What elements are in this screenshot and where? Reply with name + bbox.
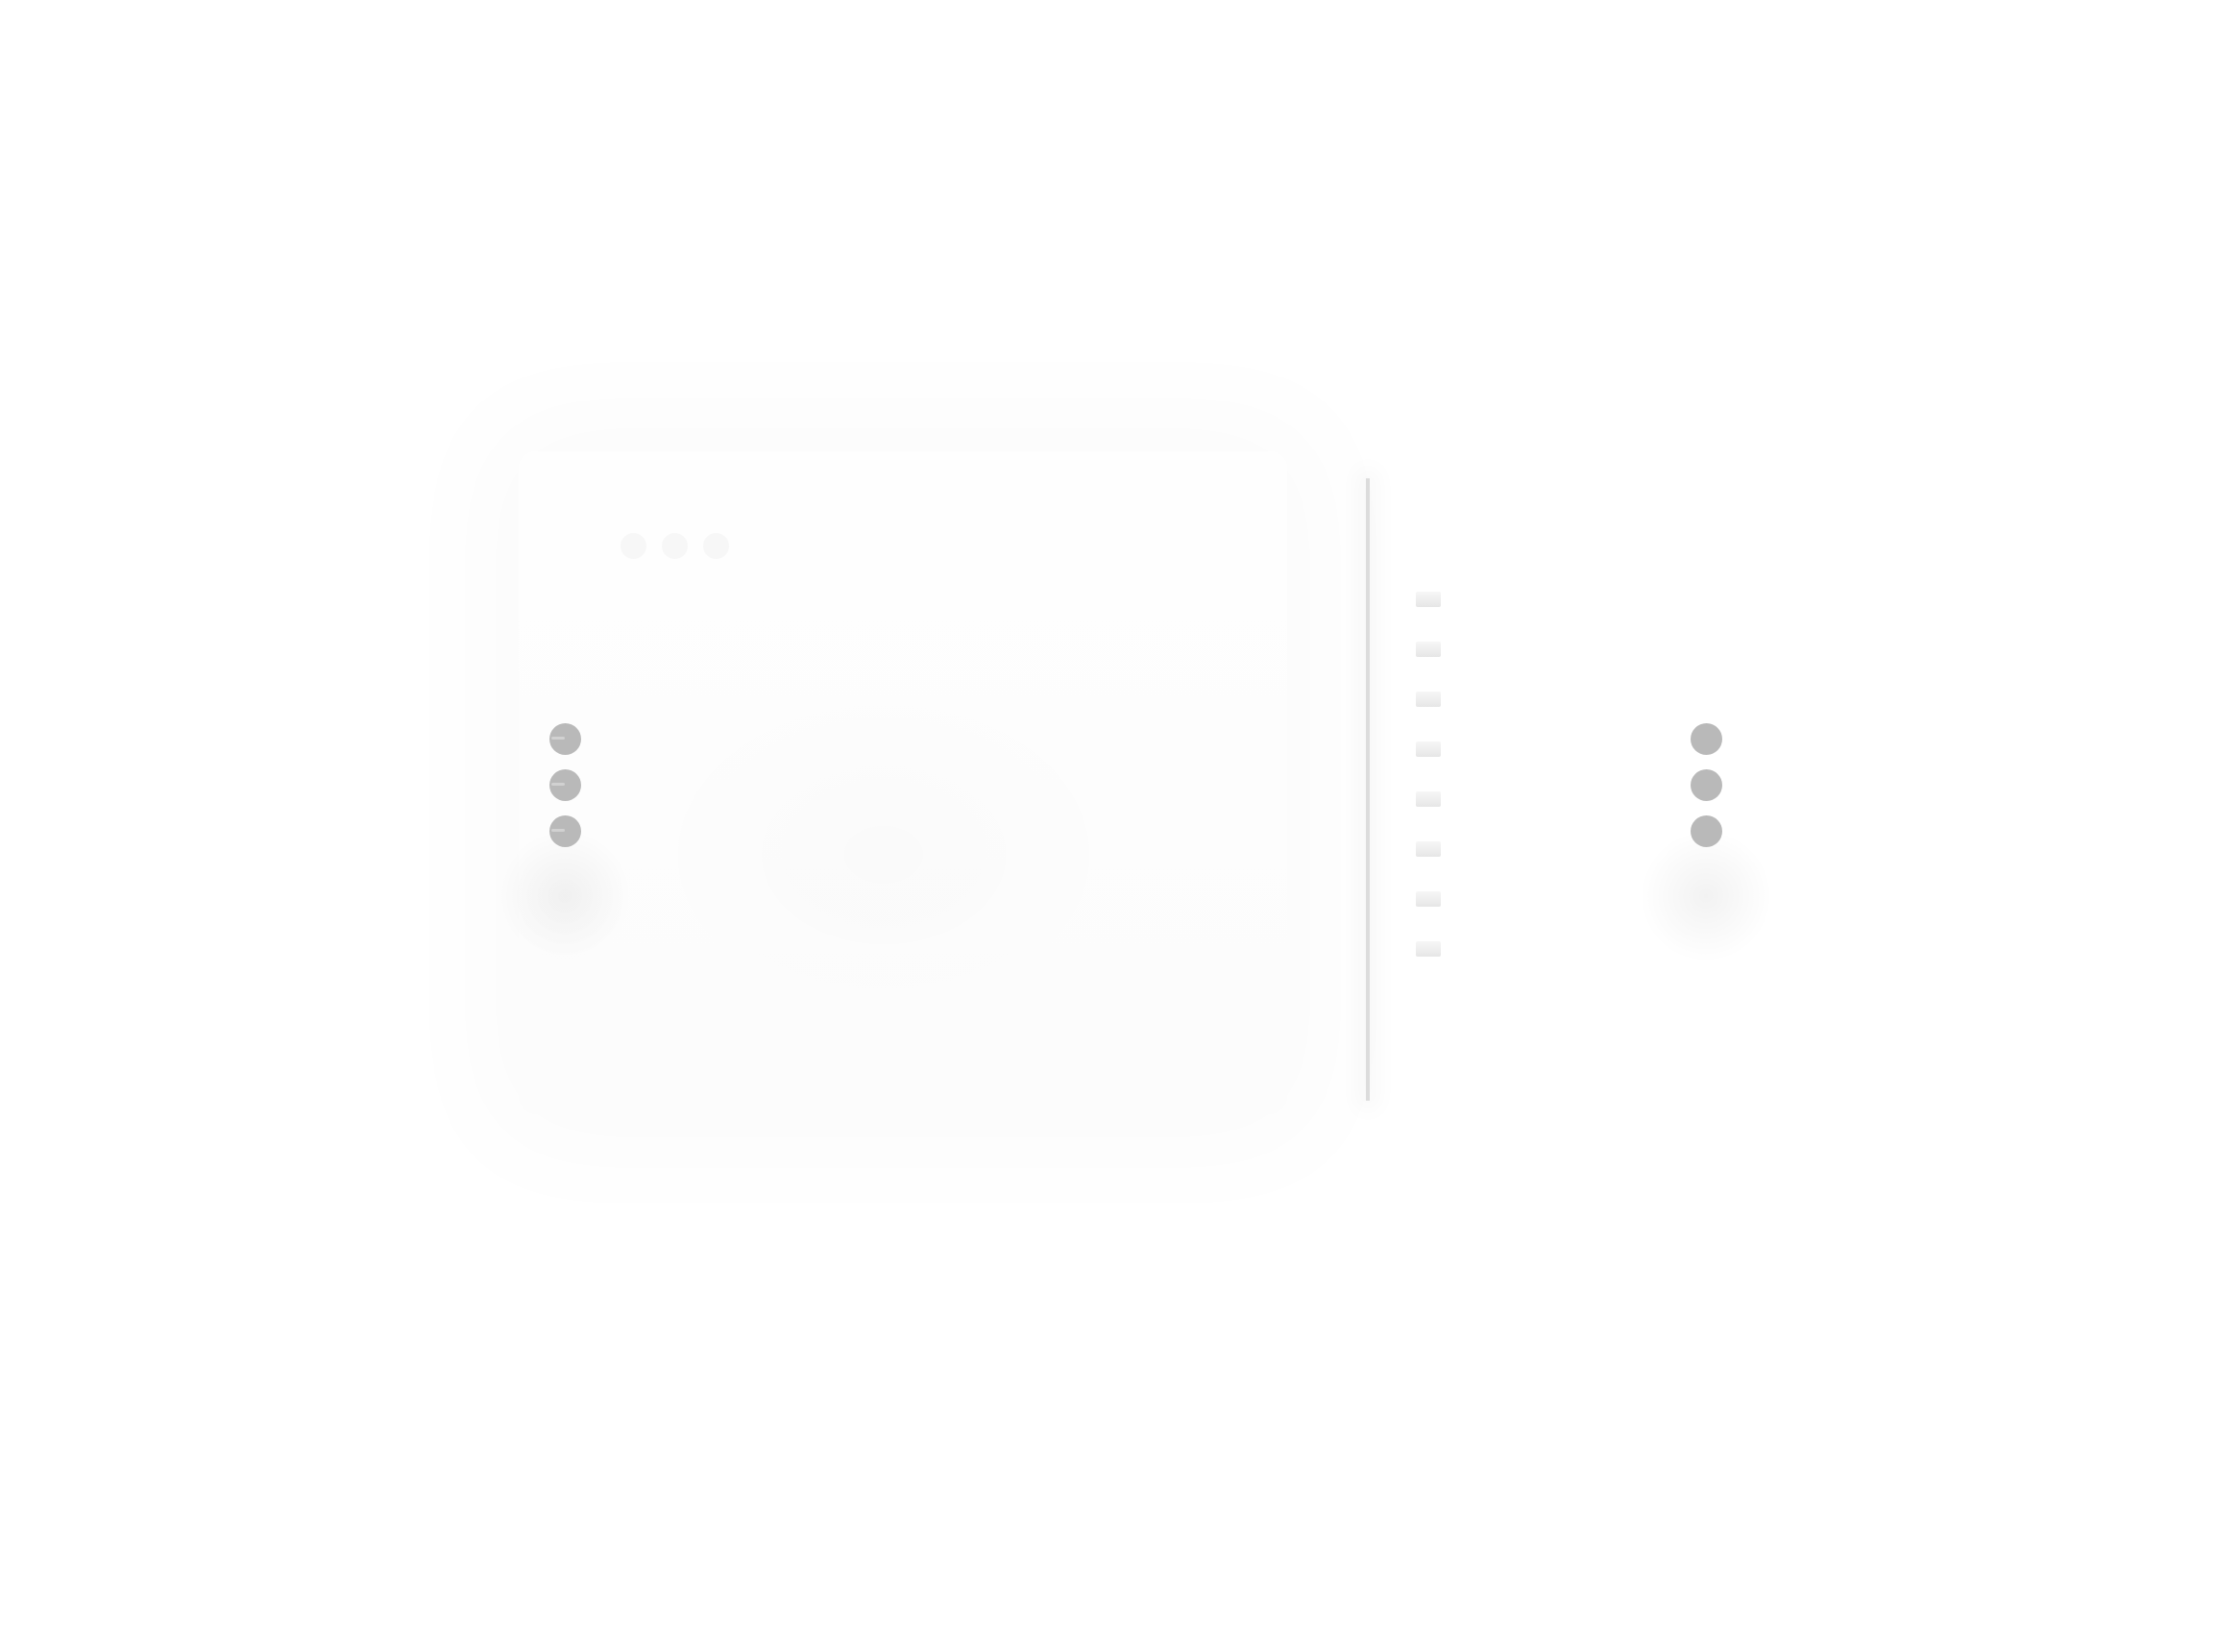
right-more-button[interactable] xyxy=(1634,723,1778,968)
window-content-placeholder xyxy=(634,672,1133,1037)
divider-tick xyxy=(1416,941,1441,957)
divider-tick xyxy=(1416,741,1441,757)
divider-tick xyxy=(1416,841,1441,857)
right-more-button-glow xyxy=(1634,824,1778,968)
faded-window xyxy=(519,451,1287,1114)
kebab-vertical-icon xyxy=(1691,815,1722,847)
divider-tick xyxy=(1416,891,1441,907)
pane-divider[interactable] xyxy=(1366,478,1370,1101)
kebab-vertical-icon xyxy=(549,723,581,755)
divider-tick xyxy=(1416,592,1441,607)
kebab-vertical-icon xyxy=(1691,723,1722,755)
left-more-button[interactable] xyxy=(493,723,637,968)
window-controls xyxy=(621,533,729,559)
divider-tick xyxy=(1416,642,1441,657)
kebab-vertical-icon xyxy=(549,815,581,847)
kebab-vertical-icon xyxy=(549,769,581,801)
divider-tick xyxy=(1416,692,1441,707)
left-more-button-glow xyxy=(493,824,637,968)
window-maximize-button[interactable] xyxy=(703,533,729,559)
window-minimize-button[interactable] xyxy=(662,533,688,559)
window-close-button[interactable] xyxy=(621,533,646,559)
divider-tick xyxy=(1416,791,1441,807)
kebab-vertical-icon xyxy=(1691,769,1722,801)
